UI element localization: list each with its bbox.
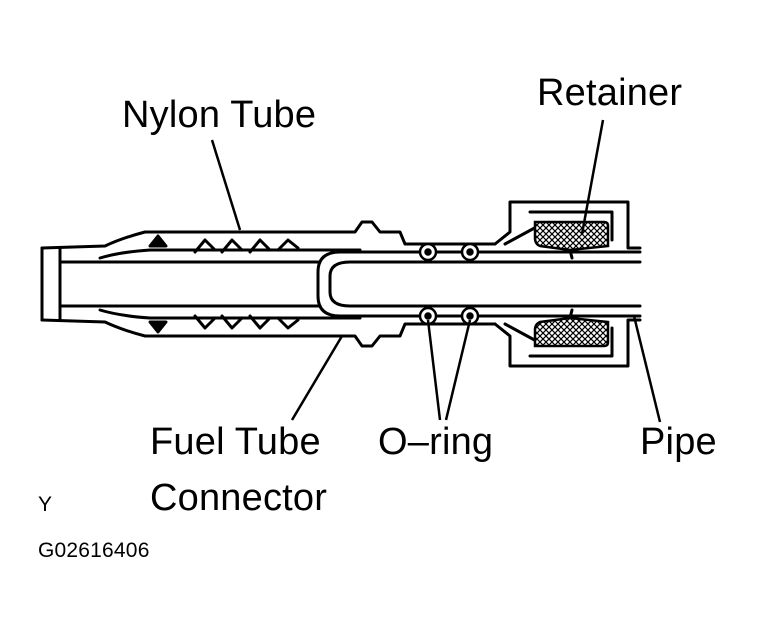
o-rings [418, 242, 480, 326]
label-view-letter: Y [38, 493, 53, 516]
label-fuel-tube: Fuel Tube [150, 421, 321, 463]
label-o-ring: O–ring [378, 421, 494, 463]
retainer [533, 220, 610, 348]
label-nylon-tube: Nylon Tube [122, 94, 317, 136]
leader-o-ring-right [444, 319, 472, 421]
pipe [316, 250, 642, 318]
leader-retainer [580, 119, 605, 235]
label-pipe: Pipe [640, 421, 717, 463]
tube-bore [58, 260, 320, 308]
label-retainer: Retainer [537, 72, 683, 114]
label-connector: Connector [150, 477, 328, 519]
figure-code: G02616406 [38, 539, 150, 562]
leader-o-ring-left [426, 319, 442, 421]
leader-fuel-tube-connector [290, 335, 344, 421]
leader-nylon-tube [210, 139, 242, 231]
fuel-tube-connector-body [98, 220, 497, 348]
leader-lines [210, 119, 662, 423]
leader-pipe [632, 315, 662, 423]
